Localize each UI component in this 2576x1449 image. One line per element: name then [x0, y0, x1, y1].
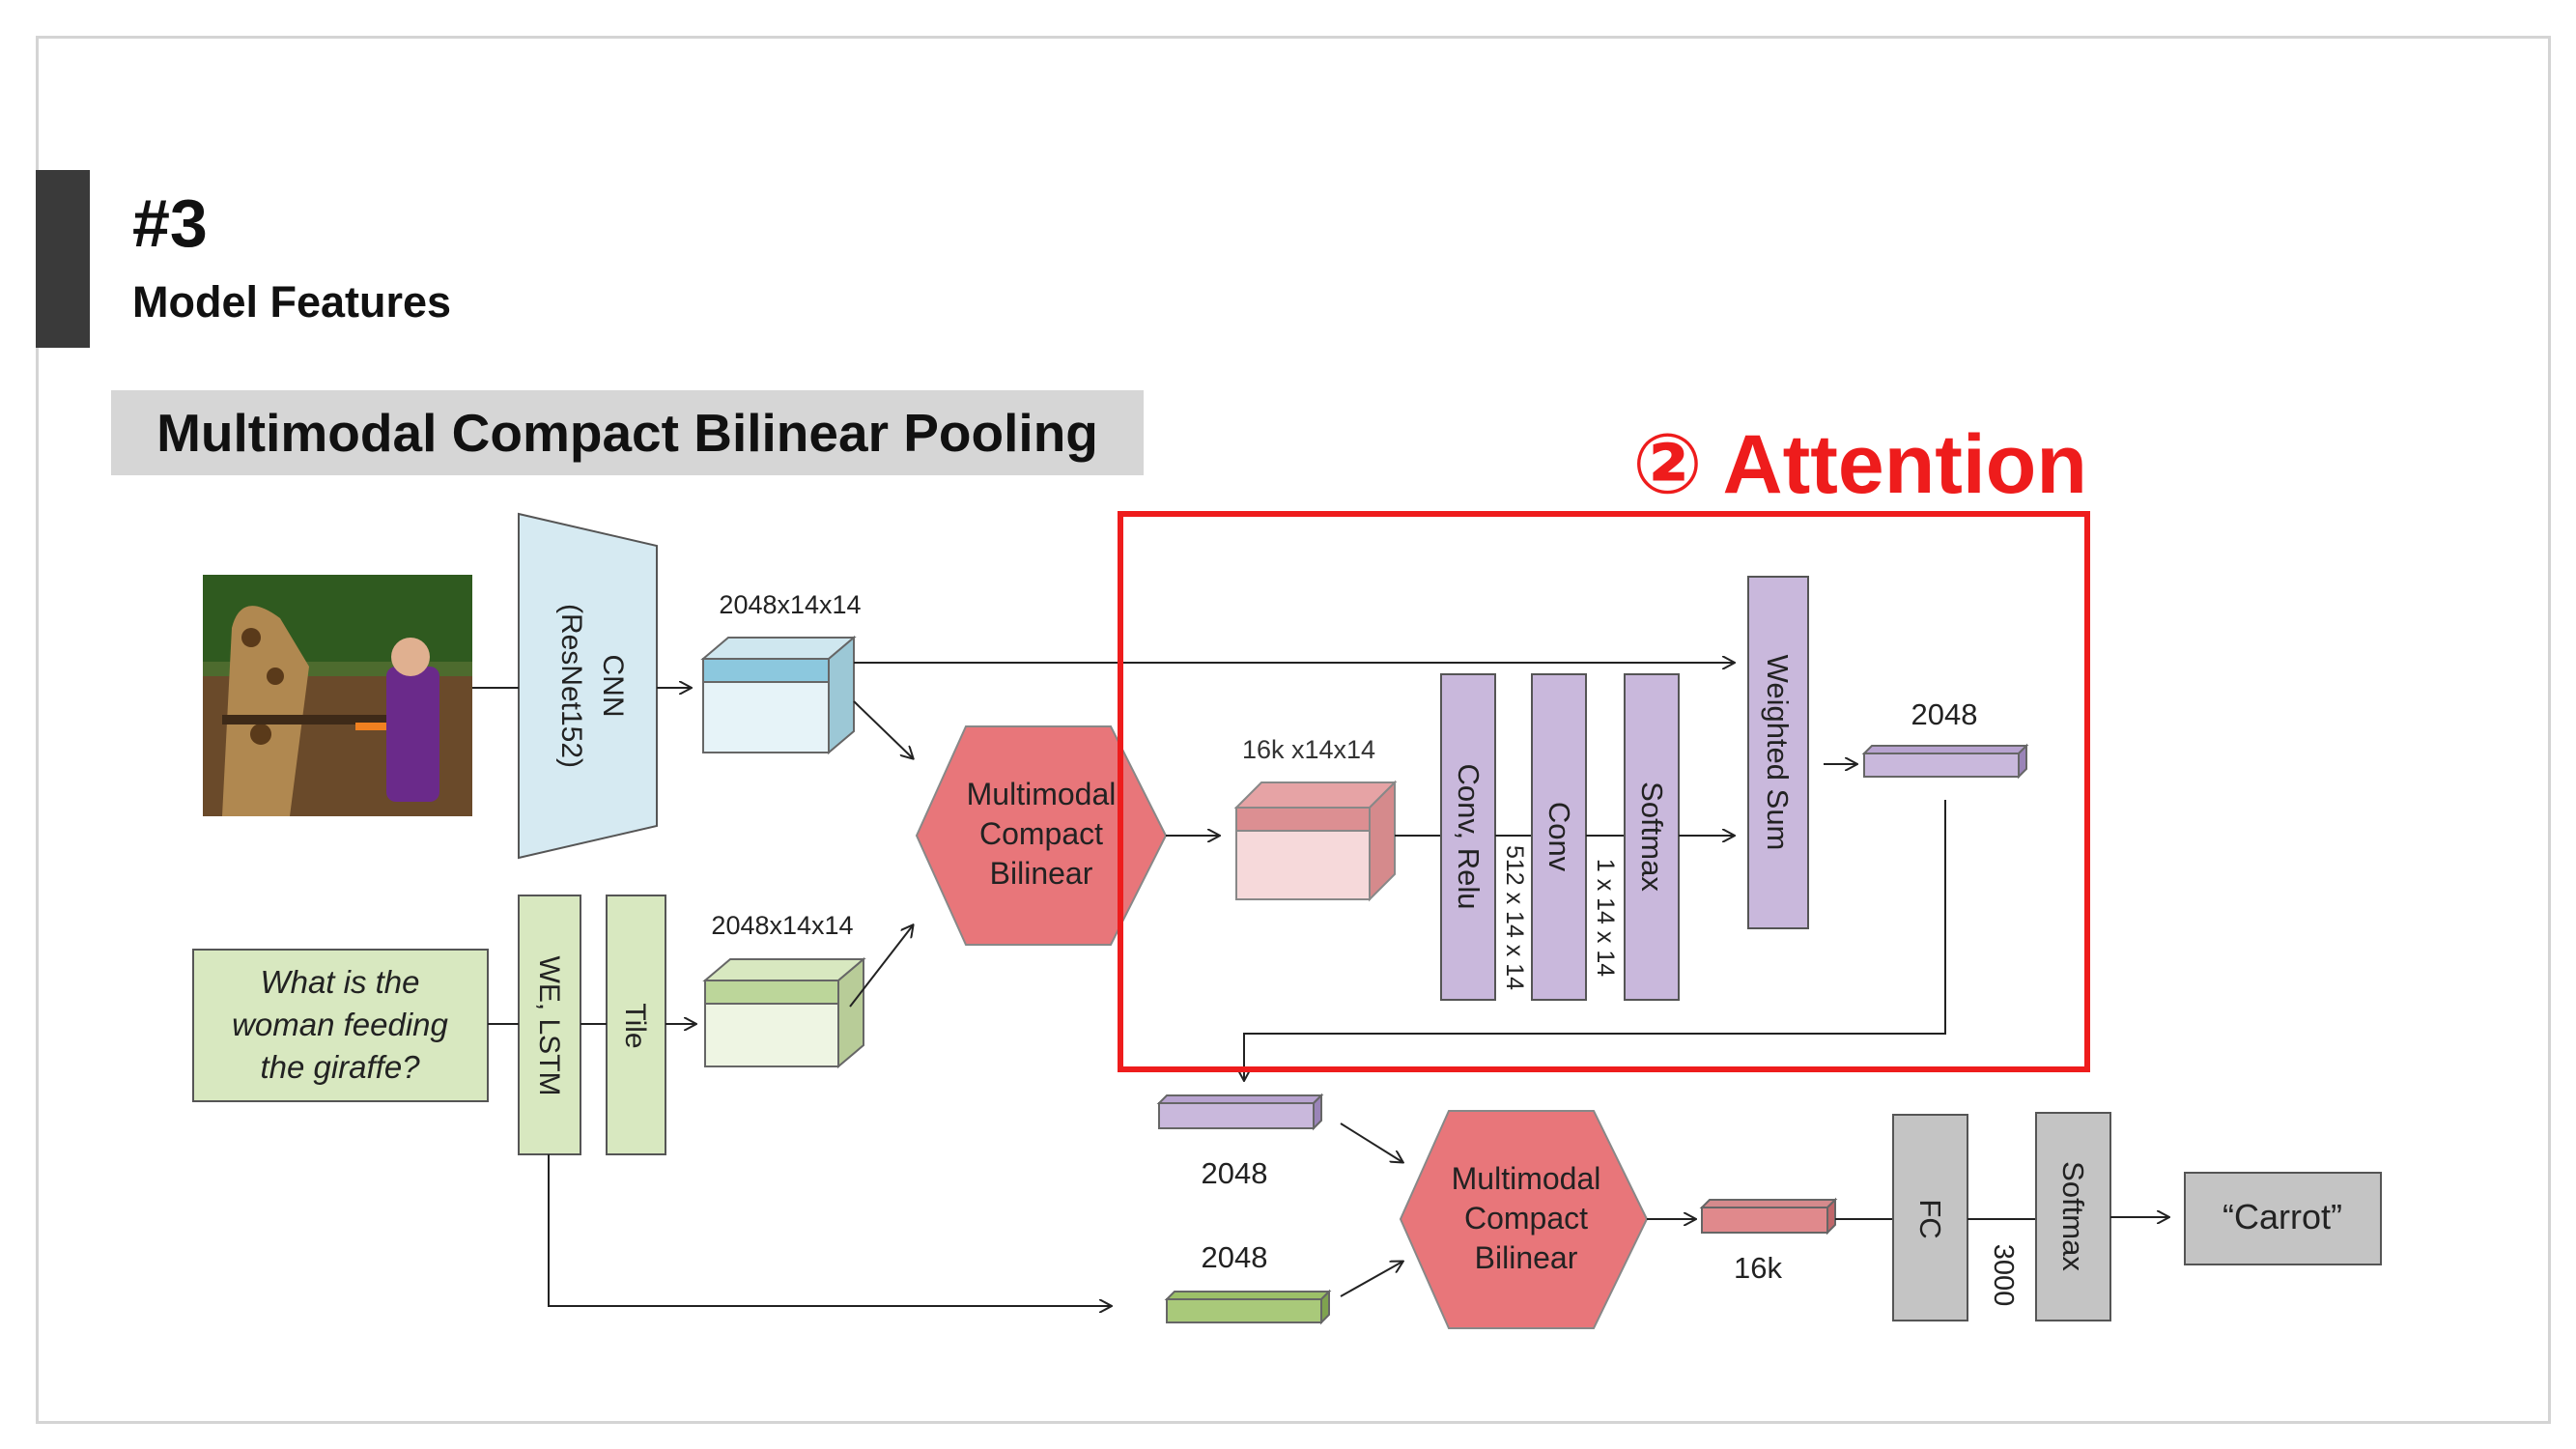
joint-feature-dim: 16k x14x14: [1242, 735, 1375, 764]
question-line-3: the giraffe?: [260, 1049, 420, 1085]
conv-relu-block: Conv, Relu: [1440, 673, 1496, 1001]
conv-relu-label: Conv, Relu: [1452, 763, 1486, 909]
section-title: Model Features: [132, 277, 452, 327]
mcb-bottom-line-1: Multimodal: [1452, 1161, 1601, 1196]
fc-label: FC: [1913, 1199, 1947, 1238]
output-softmax-block: Softmax: [2035, 1112, 2111, 1321]
we-lstm-block: WE, LSTM: [518, 895, 581, 1155]
conv-dim: 1 x 14 x 14: [1592, 859, 1619, 977]
section-number: #3: [132, 185, 208, 261]
fc-dim: 3000: [1988, 1244, 2019, 1307]
joint-output-vector: [1699, 1197, 1838, 1236]
mcb-bottom-hexagon: Multimodal Compact Bilinear: [1399, 1110, 1649, 1329]
output-softmax-label: Softmax: [2056, 1161, 2090, 1271]
answer-label: “Carrot”: [2222, 1197, 2342, 1236]
question-box: What is the woman feeding the giraffe?: [192, 949, 489, 1102]
attended-dim: 2048: [1911, 697, 1978, 731]
bottom-text-dim: 2048: [1202, 1240, 1268, 1274]
tile-block: Tile: [606, 895, 666, 1155]
question-line-1: What is the: [260, 964, 419, 1000]
slide-frame: [36, 36, 2551, 1424]
cnn-label: CNN: [597, 655, 629, 718]
attention-label: ② Attention: [1632, 418, 2087, 511]
mcb-top-line-3: Bilinear: [990, 856, 1093, 891]
cnn-sub-label: (ResNet152): [555, 604, 587, 768]
section-accent-bar: [36, 170, 90, 348]
weighted-sum-label: Weighted Sum: [1761, 655, 1795, 851]
joint-feature-cube: [1233, 780, 1398, 902]
image-feature-dim: 2048x14x14: [719, 590, 861, 619]
fc-block: FC: [1892, 1114, 1968, 1321]
conv-block: Conv: [1531, 673, 1587, 1001]
mcb-bottom-line-2: Compact: [1464, 1201, 1588, 1236]
method-banner: Multimodal Compact Bilinear Pooling: [111, 390, 1144, 475]
mcb-top-line-2: Compact: [979, 816, 1103, 851]
weighted-sum-block: Weighted Sum: [1747, 576, 1809, 929]
tile-label: Tile: [619, 1003, 651, 1048]
bottom-image-dim: 2048: [1202, 1156, 1268, 1190]
attended-vector: [1861, 743, 2029, 780]
question-line-2: woman feeding: [232, 1007, 448, 1042]
conv-label: Conv: [1543, 802, 1576, 872]
text-feature-cube: [702, 956, 866, 1069]
we-lstm-label: WE, LSTM: [533, 955, 565, 1095]
answer-box: “Carrot”: [2184, 1172, 2382, 1265]
image-feature-cube: [700, 635, 857, 755]
attention-softmax-block: Softmax: [1624, 673, 1680, 1001]
attention-highlight-box: [1118, 511, 2090, 1072]
mcb-bottom-line-3: Bilinear: [1475, 1240, 1578, 1275]
bottom-image-vector: [1156, 1093, 1324, 1131]
mcb-top-line-1: Multimodal: [967, 777, 1117, 811]
cnn-block: CNN (ResNet152): [518, 512, 658, 860]
conv-relu-dim: 512 x 14 x 14: [1501, 845, 1528, 990]
text-feature-dim: 2048x14x14: [711, 911, 853, 940]
input-image: [203, 575, 472, 816]
bottom-text-vector: [1164, 1289, 1332, 1325]
attention-softmax-label: Softmax: [1635, 781, 1669, 892]
mcb-top-hexagon: Multimodal Compact Bilinear: [915, 725, 1168, 946]
joint-output-dim: 16k: [1734, 1251, 1782, 1285]
